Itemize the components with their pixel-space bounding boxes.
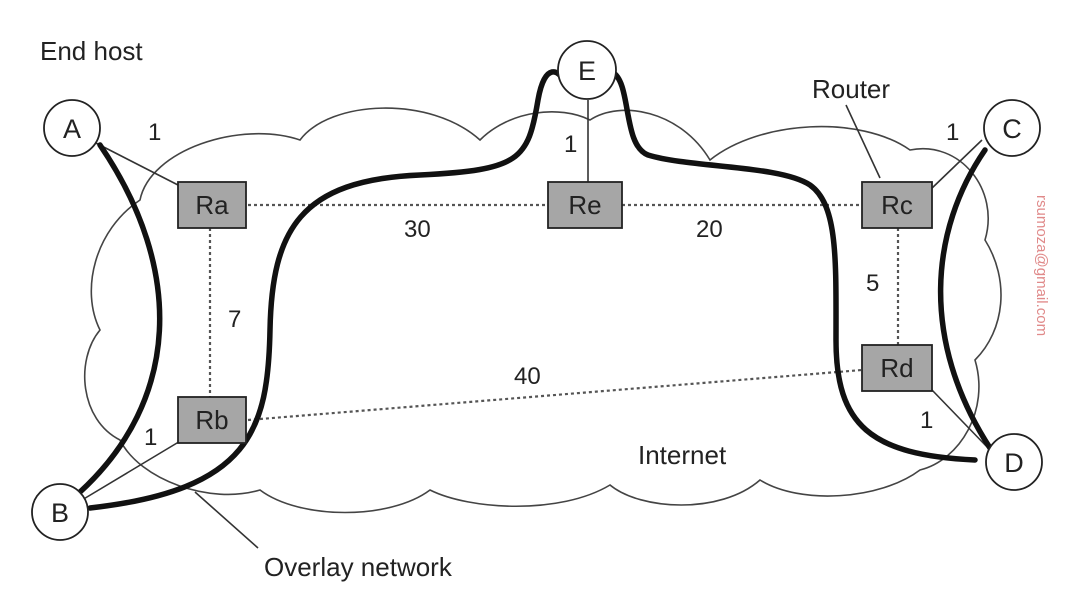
weight-d-rd: 1: [920, 407, 933, 434]
router-rb-label: Rb: [195, 405, 228, 435]
router-re-label: Re: [568, 190, 601, 220]
router-re: Re: [547, 181, 623, 229]
host-c-label: C: [1002, 114, 1022, 144]
weight-c-rc: 1: [946, 119, 959, 146]
overlay-path-c-d: [937, 147, 993, 451]
weight-ra-re: 30: [404, 216, 431, 243]
weight-ra-rb: 7: [228, 306, 241, 333]
overlay-network-label: Overlay network: [264, 552, 453, 582]
link-d-rd: [931, 389, 991, 451]
weight-e-re: 1: [564, 131, 577, 158]
internet-cloud: [83, 107, 1002, 514]
end-host-label: End host: [40, 36, 143, 66]
weight-rc-rd: 5: [866, 270, 879, 297]
host-e: E: [557, 40, 617, 100]
router-rd-label: Rd: [880, 353, 913, 383]
router-annotation-label: Router: [812, 74, 890, 104]
link-b-rb: [81, 439, 183, 501]
host-a-label: A: [63, 114, 81, 144]
host-a: A: [43, 99, 101, 157]
router-rc: Rc: [861, 181, 933, 229]
weight-b-rb: 1: [144, 424, 157, 451]
link-rb-rd: [247, 368, 863, 422]
host-b-label: B: [51, 498, 69, 528]
router-ra-label: Ra: [195, 190, 229, 220]
router-rd: Rd: [861, 344, 933, 392]
router-rc-label: Rc: [881, 190, 913, 220]
host-c: C: [983, 99, 1041, 157]
overlay-path-e-d: [609, 69, 978, 463]
overlay-leader-line: [194, 491, 259, 549]
host-e-label: E: [578, 56, 596, 86]
weight-re-rc: 20: [696, 216, 723, 243]
host-d-label: D: [1004, 448, 1024, 478]
router-rb: Rb: [177, 396, 247, 444]
internet-label: Internet: [638, 440, 727, 470]
router-leader-line: [845, 104, 881, 179]
host-b: B: [31, 483, 89, 541]
weight-rb-rd: 40: [514, 363, 541, 390]
host-d: D: [985, 433, 1043, 491]
overlay-path-a-b: [77, 142, 163, 495]
watermark: rsumoza@gmail.com: [1033, 195, 1050, 336]
link-c-rc: [929, 139, 983, 191]
weight-a-ra: 1: [148, 119, 161, 146]
router-ra: Ra: [177, 181, 247, 229]
